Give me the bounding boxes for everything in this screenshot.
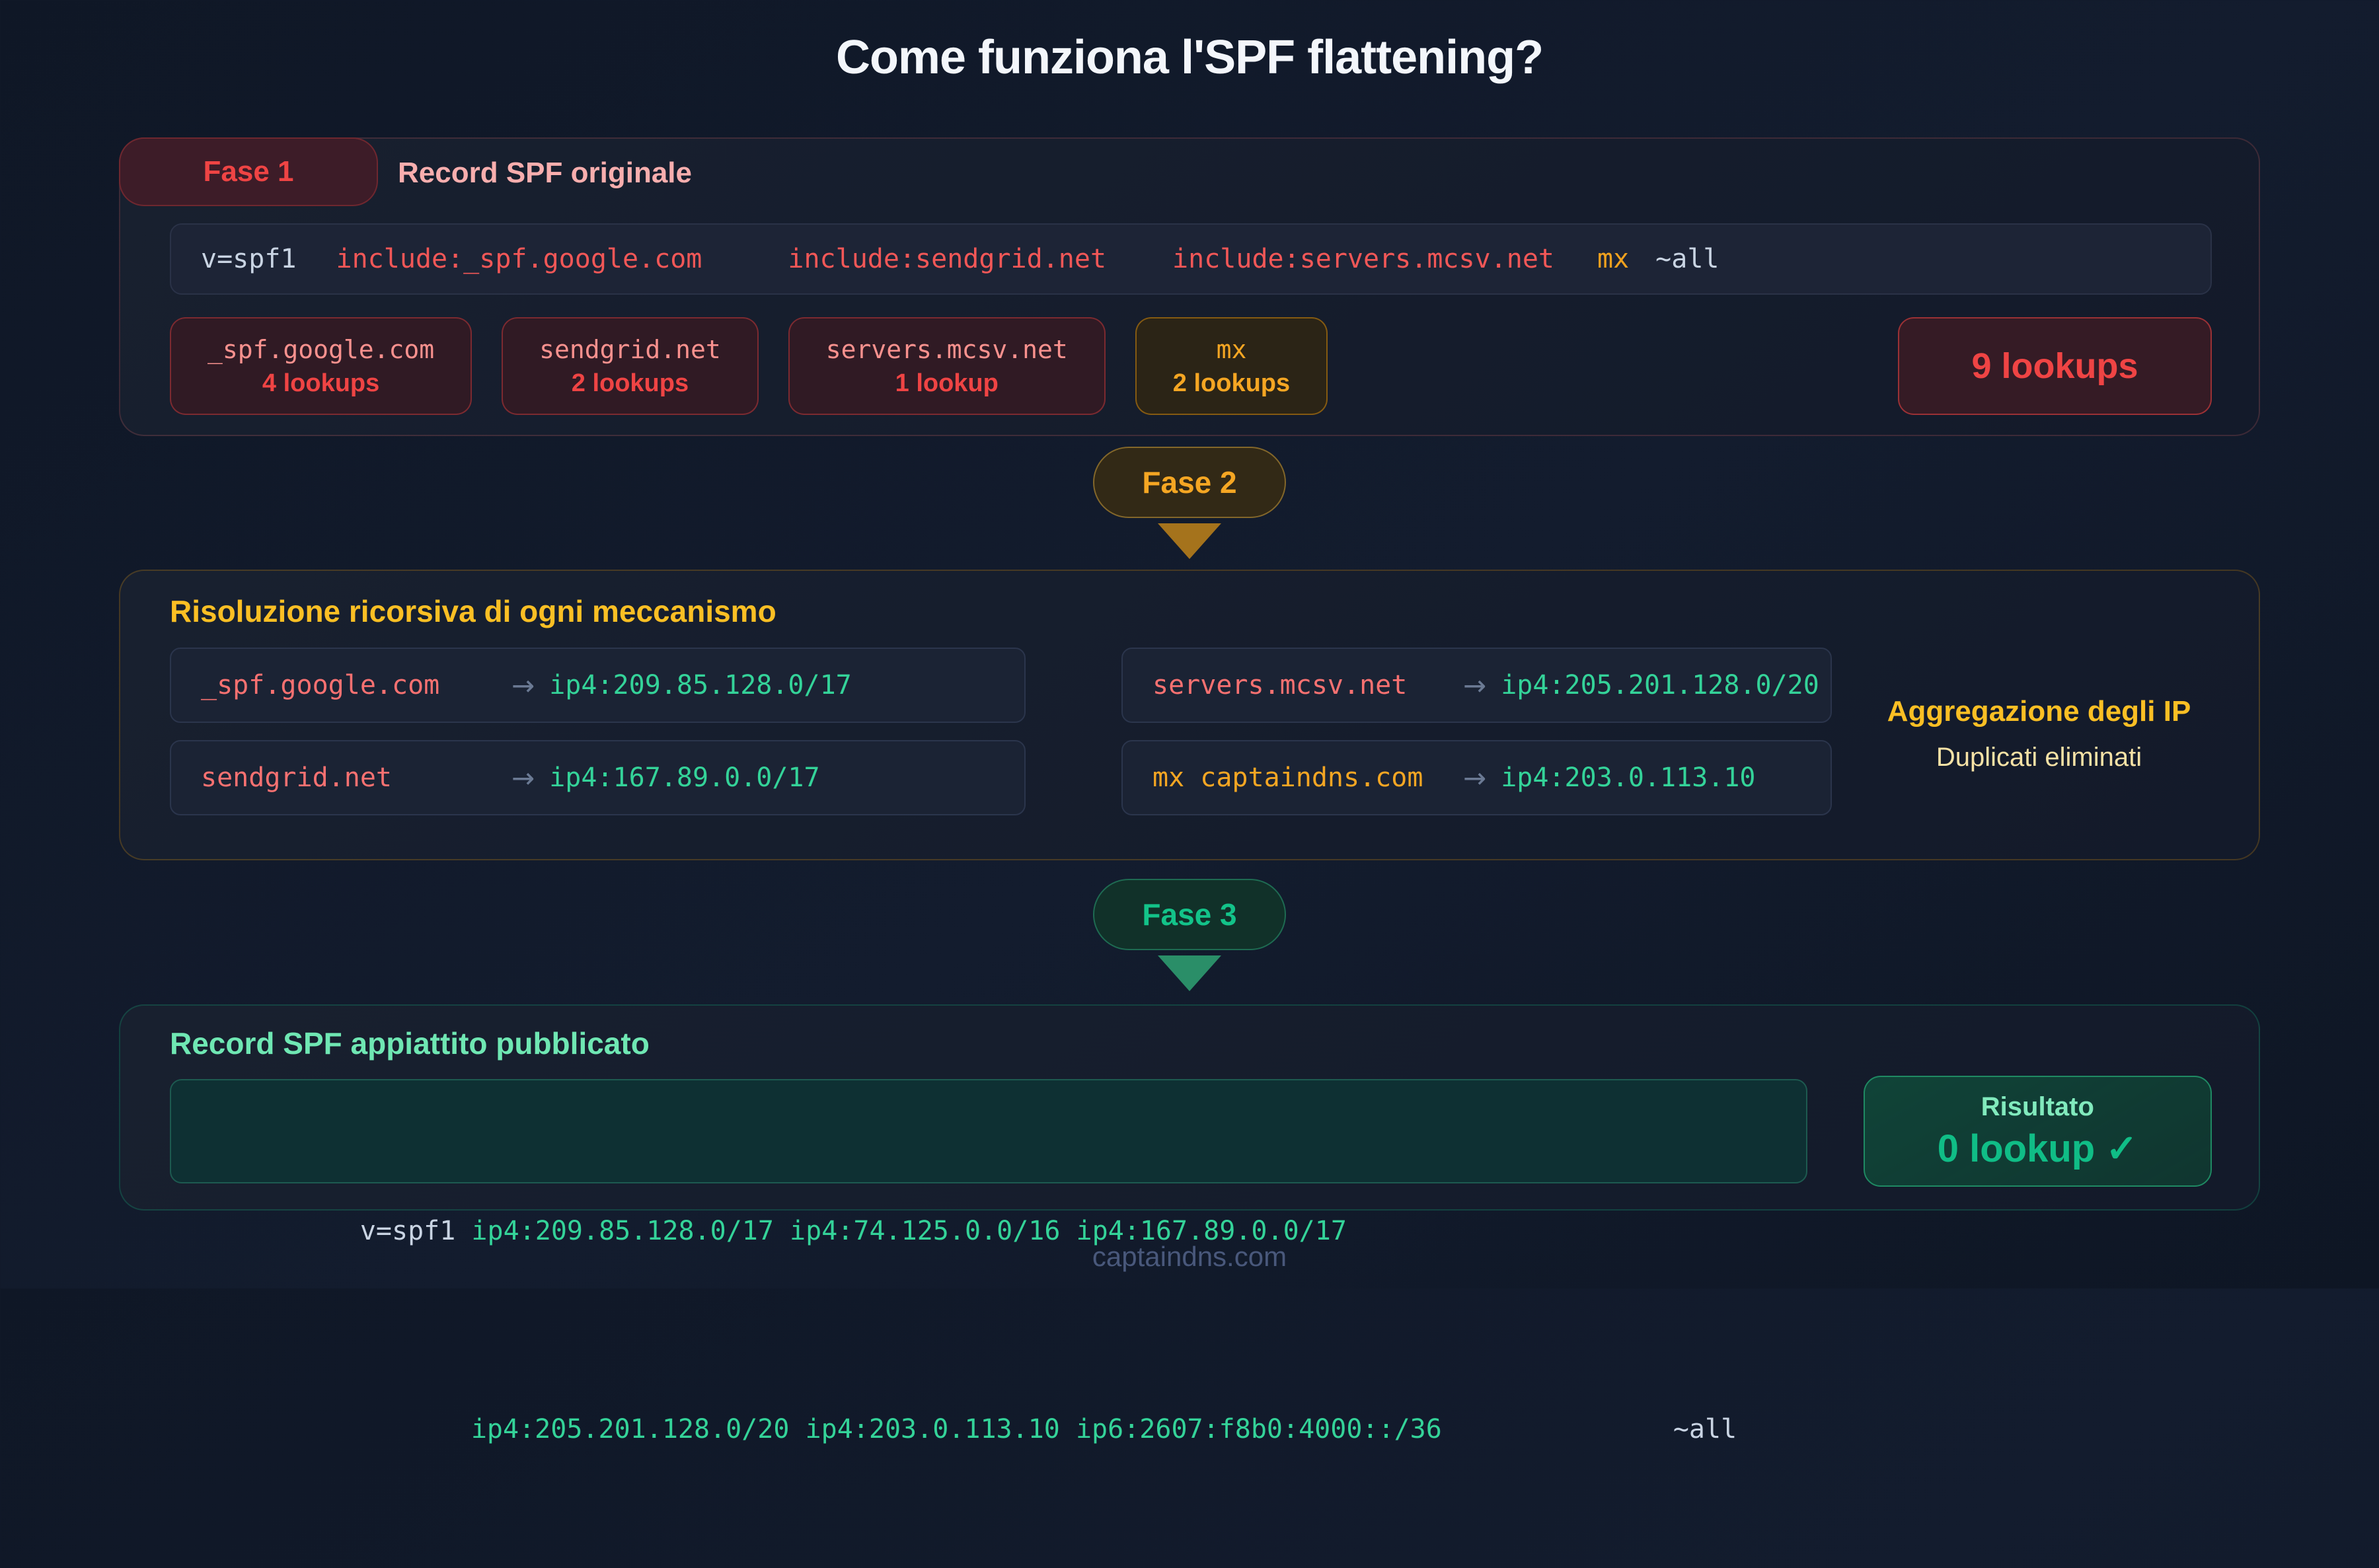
phase1-badge: Fase 1 bbox=[119, 137, 378, 206]
chip-domain: _spf.google.com bbox=[208, 334, 435, 364]
phase3-badge: Fase 3 bbox=[1093, 879, 1286, 950]
aggregation-note: Aggregazione degli IP Duplicati eliminat… bbox=[1849, 695, 2229, 772]
record-line-2: ip4:205.201.128.0/20 ip4:203.0.113.10 ip… bbox=[201, 1370, 1776, 1489]
arrow-right-icon: → bbox=[1463, 669, 1487, 702]
mechanism-label: mx captaindns.com bbox=[1152, 763, 1423, 793]
resolution-rows: _spf.google.com → ip4:209.85.128.0/17 se… bbox=[170, 648, 1832, 815]
chip-count: 2 lookups bbox=[571, 369, 689, 397]
phase3-content-row: v=spf1 ip4:209.85.128.0/17 ip4:74.125.0.… bbox=[170, 1076, 2212, 1444]
chip-domain: mx bbox=[1216, 334, 1247, 364]
spf-flattening-infographic: Come funziona l'SPF flattening? Fase 1 R… bbox=[0, 31, 2379, 1444]
ip-tokens-line1: ip4:209.85.128.0/17 ip4:74.125.0.0/16 ip… bbox=[471, 1216, 1347, 1246]
phase2-badge: Fase 2 bbox=[1093, 447, 1286, 518]
resolved-ip: ip4:205.201.128.0/20 bbox=[1501, 670, 1819, 700]
include-mcsv-token: include:servers.mcsv.net bbox=[1172, 244, 1554, 274]
footer-brand: captaindns.com bbox=[1092, 1241, 1287, 1272]
phase2-heading: Risoluzione ricorsiva di ogni meccanismo bbox=[170, 594, 776, 628]
resolved-ip: ip4:167.89.0.0/17 bbox=[549, 763, 820, 793]
phase2-panel: Risoluzione ricorsiva di ogni meccanismo… bbox=[119, 570, 2260, 860]
phase1-label: Record SPF originale bbox=[398, 157, 692, 189]
spacer bbox=[1357, 317, 1868, 415]
original-spf-record: v=spf1 include:_spf.google.com include:s… bbox=[170, 223, 2212, 295]
down-arrow-icon bbox=[1158, 955, 1221, 991]
resolved-ip: ip4:209.85.128.0/17 bbox=[549, 670, 852, 700]
mechanism-label: servers.mcsv.net bbox=[1152, 670, 1408, 700]
spf-version-token: v=spf1 bbox=[359, 1216, 472, 1246]
include-google-token: include:_spf.google.com bbox=[336, 244, 702, 274]
result-label: Risultato bbox=[1981, 1092, 2094, 1121]
lookup-chip-mx: mx 2 lookups bbox=[1135, 317, 1328, 415]
phase3-heading: Record SPF appiattito pubblicato bbox=[170, 1026, 650, 1061]
lookup-chip-sendgrid: sendgrid.net 2 lookups bbox=[502, 317, 759, 415]
chip-count: 4 lookups bbox=[262, 369, 380, 397]
result-value: 0 lookup ✓ bbox=[1937, 1127, 2138, 1170]
chip-count: 2 lookups bbox=[1172, 369, 1291, 397]
lookup-chip-mcsv: servers.mcsv.net 1 lookup bbox=[788, 317, 1106, 415]
chip-domain: sendgrid.net bbox=[539, 334, 721, 364]
chip-domain: servers.mcsv.net bbox=[825, 334, 1068, 364]
aggregation-subtitle: Duplicati eliminati bbox=[1936, 743, 2142, 772]
resolution-row-google: _spf.google.com → ip4:209.85.128.0/17 bbox=[170, 648, 1026, 723]
arrow-right-icon: → bbox=[511, 669, 535, 702]
total-lookups-badge: 9 lookups bbox=[1898, 317, 2212, 415]
mx-token: mx bbox=[1597, 244, 1630, 274]
aggregation-title: Aggregazione degli IP bbox=[1887, 695, 2191, 728]
phase1-panel: Fase 1 Record SPF originale v=spf1 inclu… bbox=[119, 137, 2260, 436]
phase3-marker: Fase 3 bbox=[0, 879, 2379, 991]
arrow-right-icon: → bbox=[511, 761, 535, 794]
resolution-row-mx: mx captaindns.com → ip4:203.0.113.10 bbox=[1121, 740, 1832, 815]
phase2-marker: Fase 2 bbox=[0, 447, 2379, 559]
result-chip: Risultato 0 lookup ✓ bbox=[1863, 1076, 2212, 1187]
all-token: ~all bbox=[1673, 1414, 1737, 1444]
chip-count: 1 lookup bbox=[895, 369, 999, 397]
record-line-1: v=spf1 ip4:209.85.128.0/17 ip4:74.125.0.… bbox=[201, 1172, 1776, 1290]
resolution-row-mcsv: servers.mcsv.net → ip4:205.201.128.0/20 bbox=[1121, 648, 1832, 723]
phase3-panel: Record SPF appiattito pubblicato v=spf1 … bbox=[119, 1004, 2260, 1444]
resolution-row-sendgrid: sendgrid.net → ip4:167.89.0.0/17 bbox=[170, 740, 1026, 815]
mechanism-label: _spf.google.com bbox=[201, 670, 440, 700]
lookup-chip-google: _spf.google.com 4 lookups bbox=[170, 317, 472, 415]
all-token: ~all bbox=[1655, 244, 1719, 274]
lookup-chips-row: _spf.google.com 4 lookups sendgrid.net 2… bbox=[170, 317, 2212, 415]
down-arrow-icon bbox=[1158, 523, 1221, 559]
ip-tokens-line2: ip4:205.201.128.0/20 ip4:203.0.113.10 ip… bbox=[471, 1414, 1442, 1444]
mechanism-label: sendgrid.net bbox=[201, 763, 392, 793]
flattened-spf-record: v=spf1 ip4:209.85.128.0/17 ip4:74.125.0.… bbox=[170, 1079, 1807, 1444]
include-sendgrid-token: include:sendgrid.net bbox=[788, 244, 1107, 274]
resolved-ip: ip4:203.0.113.10 bbox=[1501, 763, 1756, 793]
spf-version-token: v=spf1 bbox=[201, 244, 297, 274]
page-title: Come funziona l'SPF flattening? bbox=[835, 31, 1544, 84]
arrow-right-icon: → bbox=[1463, 761, 1487, 794]
